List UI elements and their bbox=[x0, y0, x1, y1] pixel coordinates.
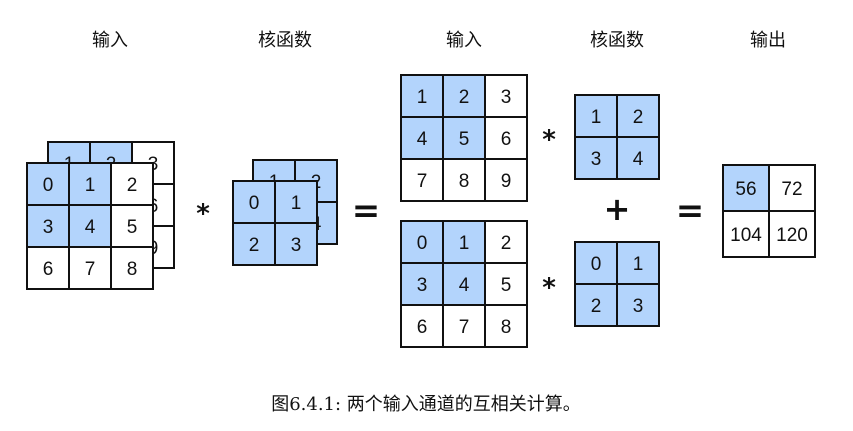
channel-1-input-border bbox=[400, 74, 528, 202]
channel-1-input-cell-0-0 bbox=[400, 74, 444, 118]
output-cell-1-1 bbox=[768, 210, 816, 258]
channel-2-input-value-1-0: 3 bbox=[417, 275, 428, 296]
output-value-1-0: 104 bbox=[730, 225, 762, 246]
times-operator-3: * bbox=[542, 273, 556, 303]
times-operator-2: * bbox=[542, 125, 556, 155]
channel-1-kernel-grid: 1 2 3 4 bbox=[574, 94, 660, 180]
channel-2-kernel-value-0-1: 1 bbox=[633, 254, 644, 275]
channel-1-input-cell-2-2 bbox=[484, 158, 528, 202]
channel-2-input-value-2-0: 6 bbox=[417, 317, 428, 338]
channel-2-input-value-2-1: 7 bbox=[459, 317, 470, 338]
channel-1-input-value-1-2: 6 bbox=[501, 129, 512, 150]
channel-1-kernel-value-1-0: 3 bbox=[591, 149, 602, 170]
times-operator-1: * bbox=[196, 199, 210, 229]
channel-1-input-value-2-2: 9 bbox=[501, 171, 512, 192]
channel-1-input-value-1-0: 4 bbox=[417, 129, 428, 150]
header-input-2: 输入 bbox=[446, 30, 482, 51]
channel-2-input-border bbox=[400, 220, 528, 348]
stacked-input-front-cell-1-2 bbox=[110, 204, 154, 248]
output-value-1-1: 120 bbox=[776, 225, 808, 246]
output-value-0-1: 72 bbox=[781, 179, 802, 200]
stacked-input-front-cell-2-2 bbox=[110, 246, 154, 290]
channel-2-input-value-2-2: 8 bbox=[501, 317, 512, 338]
equals-operator-2: = bbox=[676, 191, 705, 231]
channel-1-input-cell-2-1 bbox=[442, 158, 486, 202]
channel-2-kernel-value-1-0: 2 bbox=[591, 296, 602, 317]
stacked-input-front-grid: 0 1 2 3 4 5 6 7 8 bbox=[26, 162, 154, 290]
equals-operator-1: = bbox=[352, 191, 381, 231]
channel-1-input-value-0-2: 3 bbox=[501, 87, 512, 108]
stacked-kernel-front-value-0-1: 1 bbox=[291, 193, 302, 214]
channel-2-input-grid: 0 1 2 3 4 5 6 7 8 bbox=[400, 220, 528, 348]
stacked-input-front-cell-0-1 bbox=[68, 162, 112, 206]
channel-1-kernel-value-1-1: 4 bbox=[633, 149, 644, 170]
channel-1-input-value-2-0: 7 bbox=[417, 171, 428, 192]
channel-1-input-value-2-1: 8 bbox=[459, 171, 470, 192]
stacked-kernel-front-value-1-0: 2 bbox=[249, 235, 260, 256]
channel-2-kernel-cell-1-0 bbox=[574, 283, 618, 327]
channel-2-kernel-value-1-1: 3 bbox=[633, 296, 644, 317]
stacked-kernel-front-value-0-0: 0 bbox=[249, 193, 260, 214]
channel-1-kernel-value-0-0: 1 bbox=[591, 107, 602, 128]
header-kernel-1: 核函数 bbox=[258, 30, 312, 51]
output-border bbox=[722, 164, 816, 258]
channel-1-input-cell-0-1 bbox=[442, 74, 486, 118]
channel-2-input-value-1-2: 5 bbox=[501, 275, 512, 296]
output-value-0-0: 56 bbox=[735, 179, 756, 200]
stacked-input-front-value-1-1: 4 bbox=[85, 217, 96, 238]
stacked-input-front-value-2-2: 8 bbox=[127, 259, 138, 280]
stacked-kernel-front-border bbox=[232, 180, 318, 266]
header-input-1: 输入 bbox=[92, 30, 128, 51]
output-grid: 56 72 104 120 bbox=[722, 164, 816, 258]
channel-2-input-value-0-0: 0 bbox=[417, 233, 428, 254]
channel-1-input-value-0-1: 2 bbox=[459, 87, 470, 108]
stacked-input-front-value-2-0: 6 bbox=[43, 259, 54, 280]
plus-operator: + bbox=[604, 190, 631, 228]
channel-1-kernel-value-0-1: 2 bbox=[633, 107, 644, 128]
channel-2-input-cell-1-2 bbox=[484, 262, 528, 306]
output-cell-0-1 bbox=[768, 164, 816, 212]
channel-1-kernel-cell-0-1 bbox=[616, 94, 660, 138]
figure-caption: 图6.4.1: 两个输入通道的互相关计算。 bbox=[271, 394, 581, 415]
stacked-kernel-front-value-1-1: 3 bbox=[291, 235, 302, 256]
stacked-input-front-value-0-1: 1 bbox=[85, 175, 96, 196]
channel-2-input-value-0-2: 2 bbox=[501, 233, 512, 254]
header-output: 输出 bbox=[750, 30, 786, 51]
header-kernel-2: 核函数 bbox=[590, 30, 644, 51]
stacked-kernel-front-cell-0-0 bbox=[232, 180, 276, 224]
channel-1-kernel-cell-1-1 bbox=[616, 136, 660, 180]
channel-1-input-grid: 1 2 3 4 5 6 7 8 9 bbox=[400, 74, 528, 202]
channel-2-kernel-grid: 0 1 2 3 bbox=[574, 241, 660, 327]
stacked-input-front-value-2-1: 7 bbox=[85, 259, 96, 280]
channel-2-input-value-1-1: 4 bbox=[459, 275, 470, 296]
stacked-input-front-border bbox=[26, 162, 154, 290]
stacked-input-front-value-1-0: 3 bbox=[43, 217, 54, 238]
stacked-input-front-value-1-2: 5 bbox=[127, 217, 138, 238]
stacked-kernel-front-grid: 0 1 2 3 bbox=[232, 180, 318, 266]
channel-2-kernel-value-0-0: 0 bbox=[591, 254, 602, 275]
channel-1-input-cell-1-2 bbox=[484, 116, 528, 160]
channel-1-kernel-border bbox=[574, 94, 660, 180]
channel-2-kernel-cell-1-1 bbox=[616, 283, 660, 327]
stacked-kernel-front-cell-1-1 bbox=[274, 222, 318, 266]
stacked-input-front-value-0-0: 0 bbox=[43, 175, 54, 196]
channel-2-input-value-0-1: 1 bbox=[459, 233, 470, 254]
channel-2-kernel-border bbox=[574, 241, 660, 327]
channel-1-input-value-1-1: 5 bbox=[459, 129, 470, 150]
channel-2-input-cell-2-0 bbox=[400, 304, 444, 348]
stacked-input-front-value-0-2: 2 bbox=[127, 175, 138, 196]
channel-1-input-value-0-0: 1 bbox=[417, 87, 428, 108]
